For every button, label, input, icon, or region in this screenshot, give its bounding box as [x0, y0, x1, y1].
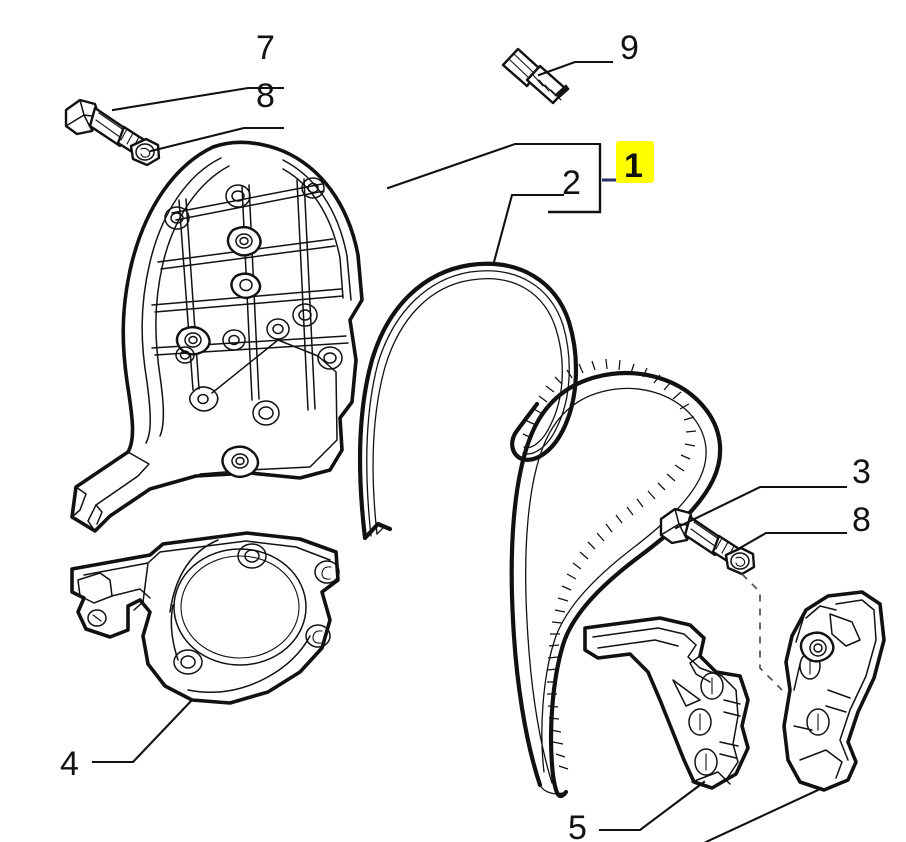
callout-label-8-top: 8	[256, 77, 275, 115]
leader-line-1	[386, 142, 602, 190]
assembly-dashed-line	[741, 573, 783, 691]
part-toothed-timing-belt	[509, 358, 723, 799]
belt-teeth	[522, 358, 697, 770]
callout-bracket-1-2	[548, 144, 602, 214]
callout-label-2: 2	[562, 164, 581, 202]
part-washer-top	[129, 137, 161, 167]
part-chain-guide-rail-left	[583, 616, 750, 790]
leader-line-9	[537, 60, 614, 77]
leader-line-5a	[598, 780, 706, 832]
part-washer-right	[724, 546, 756, 576]
callout-label-1: 1	[624, 147, 643, 185]
part-lower-timing-cover	[70, 531, 340, 705]
leader-line-7	[111, 86, 285, 112]
callout-label-4: 4	[60, 745, 79, 783]
part-upper-timing-cover	[70, 140, 364, 533]
callout-label-3: 3	[852, 453, 871, 491]
leader-line-8-right	[738, 531, 848, 550]
leader-line-4	[91, 698, 194, 764]
part-threaded-stud	[501, 47, 570, 105]
callout-label-5: 5	[568, 809, 587, 842]
part-timing-cover-gasket	[357, 261, 579, 541]
callout-label-9: 9	[620, 29, 639, 67]
callout-label-7: 7	[256, 29, 275, 67]
callout-label-8-right: 8	[852, 501, 871, 539]
leader-line-5b	[704, 788, 820, 842]
leader-line-2	[492, 193, 565, 264]
part-chain-guide-rail-right	[782, 590, 886, 792]
leader-line-3	[674, 485, 848, 530]
leader-line-8-top	[149, 126, 285, 153]
callout-1-highlight	[616, 141, 654, 183]
